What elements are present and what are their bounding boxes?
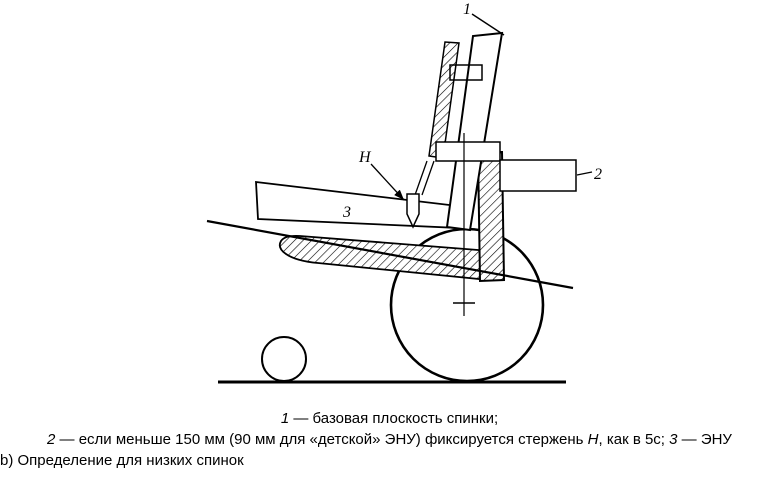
caption-2-text-c: — ЭНУ: [677, 431, 732, 448]
gap-gauge-bar: [499, 159, 577, 192]
rod-guides: [414, 160, 435, 196]
technical-diagram: 1 2 3 H: [206, 1, 602, 384]
figure-caption: 1 — базовая плоскость спинки; 2 — если м…: [0, 408, 779, 471]
caption-line-1: 1 — базовая плоскость спинки;: [0, 408, 779, 429]
top-clamp: [449, 64, 483, 81]
seat-plane-line: [206, 219, 574, 290]
seat-cushion: [278, 234, 494, 281]
caption-line-2: 2 — если меньше 150 мм (90 мм для «детск…: [0, 429, 779, 450]
measuring-strip: [428, 41, 460, 159]
enu-seat-board: [255, 180, 461, 229]
caption-2-text-b: , как в 5с;: [598, 431, 670, 448]
caption-1-number: 1: [280, 410, 290, 427]
caption-2-number-3: 3: [669, 431, 678, 448]
label-1: 1: [463, 1, 471, 18]
wheel-centerline: [453, 133, 475, 316]
caption-2-number: 2: [47, 431, 56, 448]
leader-line-2: [576, 171, 593, 176]
leader-line-h: [370, 163, 405, 201]
label-h: H: [358, 149, 372, 166]
middle-clamp: [435, 141, 501, 162]
front-wheel: [261, 336, 307, 382]
rod-h-pin: [406, 193, 420, 229]
caption-2-rod-h: Н: [587, 431, 599, 448]
label-3: 3: [342, 204, 351, 221]
caption-2-text-a: — если меньше 150 мм (90 мм для «детской…: [55, 431, 588, 448]
leader-line-1: [471, 13, 505, 36]
label-2: 2: [594, 166, 602, 183]
backrest-post: [476, 151, 506, 283]
caption-line-3: b) Определение для низких спинок: [0, 452, 244, 469]
caption-1-text: — базовая плоскость спинки;: [289, 410, 499, 427]
